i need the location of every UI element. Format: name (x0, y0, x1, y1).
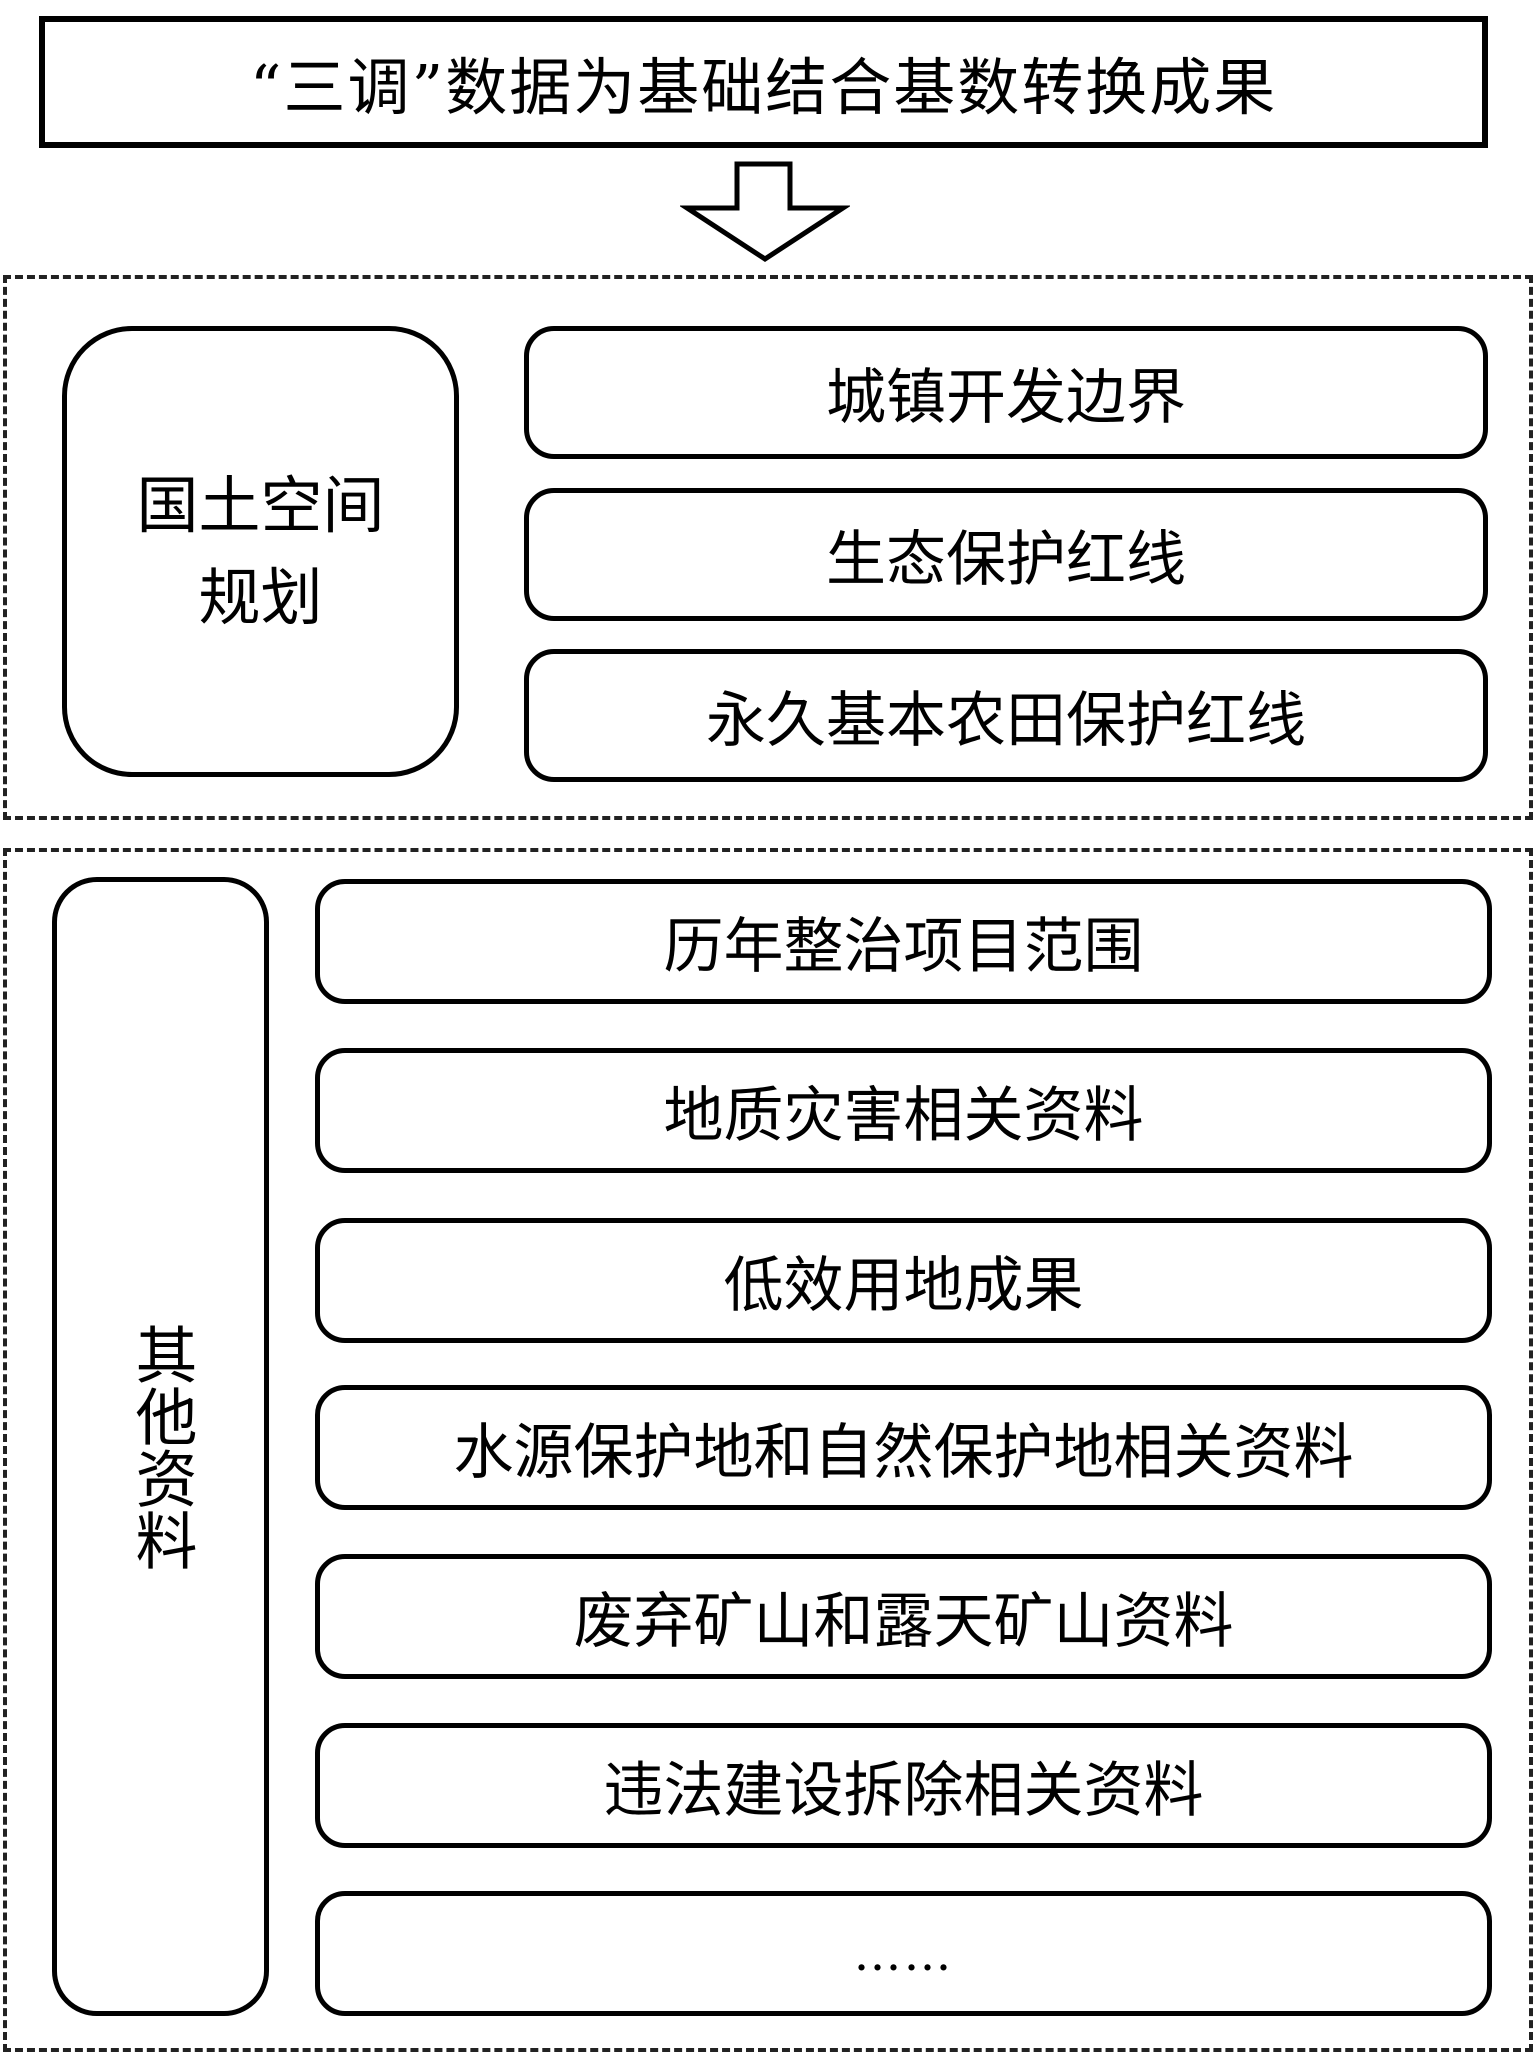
material-item-label: 违法建设拆除相关资料 (603, 1756, 1204, 1826)
territorial-planning-group (3, 275, 1533, 820)
planning-item-label: 永久基本农田保护红线 (706, 686, 1306, 756)
territorial-planning-label-box: 国土空间 规划 (62, 326, 459, 777)
ellipsis-label: …… (853, 1925, 954, 1982)
source-data-box: “三调”数据为基础结合基数转换成果 (39, 16, 1488, 148)
material-item-label: 地质灾害相关资料 (663, 1081, 1144, 1151)
other-materials-group (3, 848, 1533, 2052)
material-item: 低效用地成果 (315, 1218, 1492, 1343)
material-item: 历年整治项目范围 (315, 879, 1492, 1004)
other-materials-label-box: 其他资料 (52, 877, 269, 2016)
material-item: 废弃矿山和露天矿山资料 (315, 1554, 1492, 1679)
material-item-label: 水源保护地和自然保护地相关资料 (453, 1418, 1354, 1488)
source-data-title: “三调”数据为基础结合基数转换成果 (249, 51, 1278, 124)
material-item-label: 历年整治项目范围 (663, 912, 1144, 982)
territorial-planning-label-line: 国土空间 (136, 468, 385, 542)
planning-item: 永久基本农田保护红线 (524, 649, 1488, 782)
planning-item-label: 生态保护红线 (826, 525, 1186, 595)
material-item: 水源保护地和自然保护地相关资料 (315, 1385, 1492, 1510)
planning-item: 生态保护红线 (524, 488, 1488, 621)
other-materials-label: 其他资料 (124, 1322, 198, 1571)
material-item-label: 低效用地成果 (723, 1251, 1084, 1321)
planning-item: 城镇开发边界 (524, 326, 1488, 459)
material-item-ellipsis: …… (315, 1891, 1492, 2016)
planning-item-label: 城镇开发边界 (826, 363, 1186, 433)
territorial-planning-label-line: 规划 (198, 560, 323, 634)
material-item: 地质灾害相关资料 (315, 1048, 1492, 1173)
material-item-label: 废弃矿山和露天矿山资料 (573, 1587, 1234, 1657)
material-item: 违法建设拆除相关资料 (315, 1723, 1492, 1848)
down-arrow-icon (680, 161, 850, 262)
